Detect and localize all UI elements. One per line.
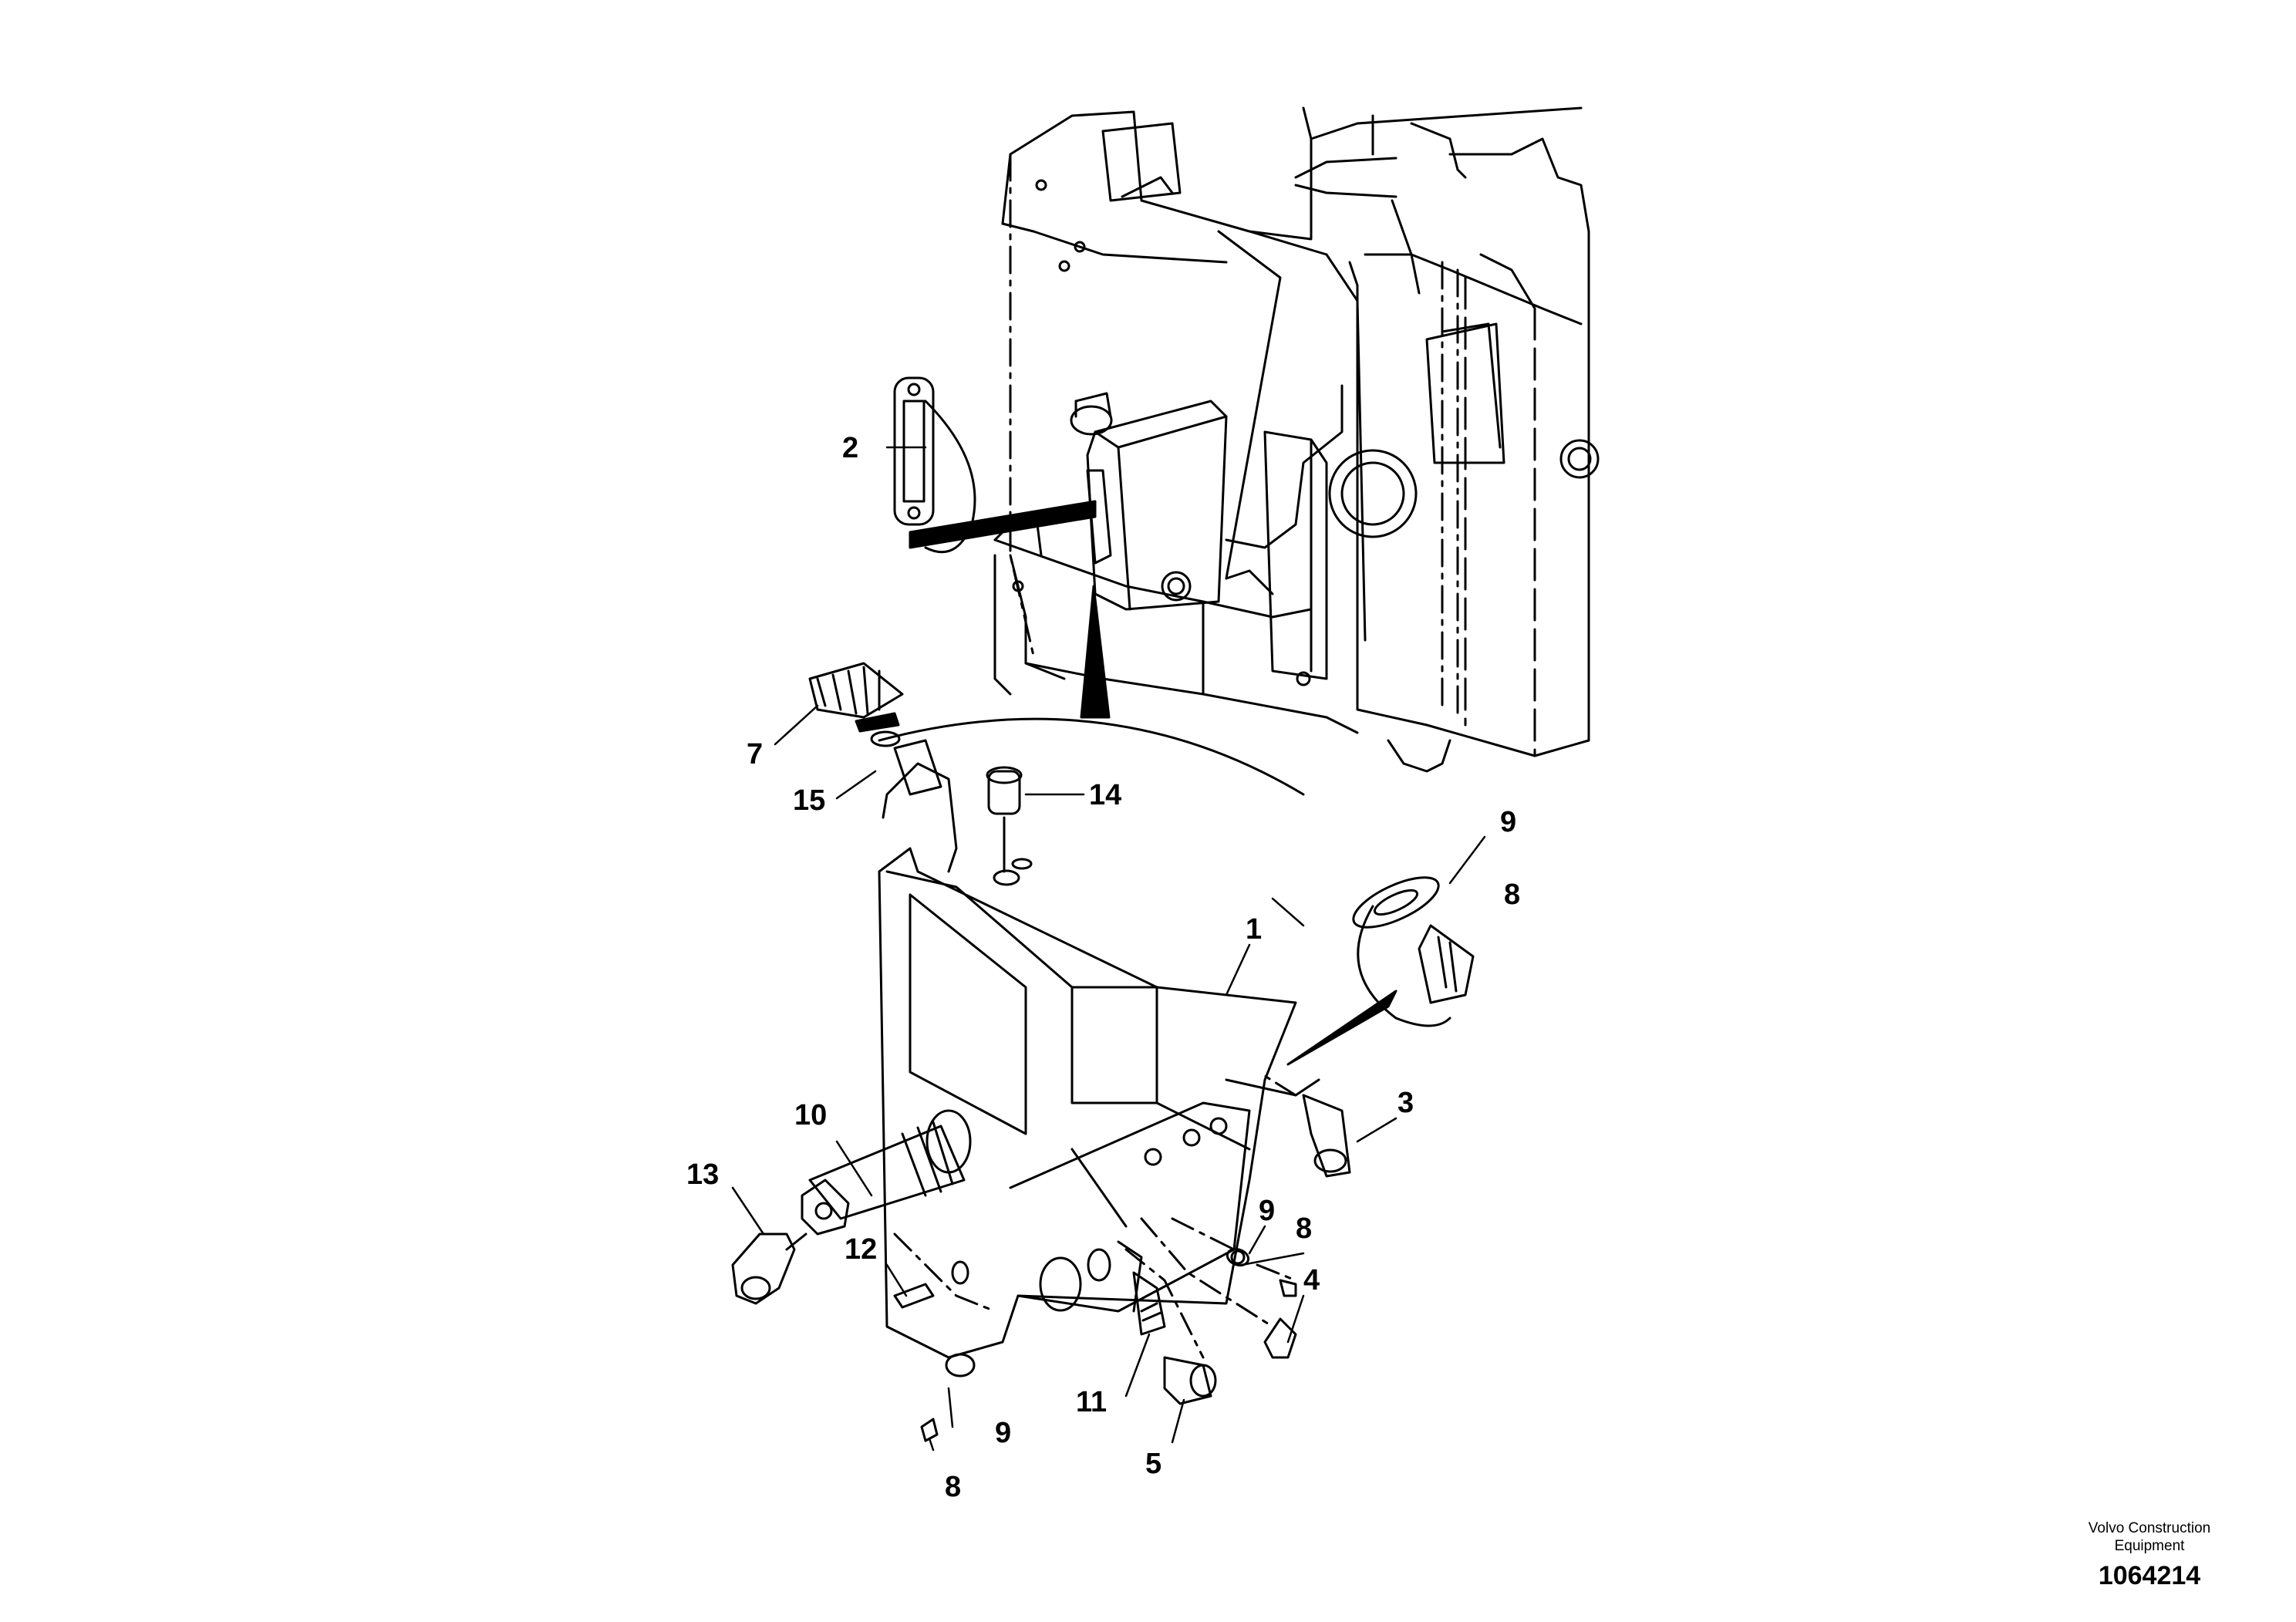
callout-3: 3 [1397,1087,1414,1119]
illustration-credit: Volvo Construction Equipment 1064214 [2049,1519,2250,1591]
illustration-number: 1064214 [2098,1561,2201,1590]
manufacturer-line-1: Volvo Construction [2088,1520,2211,1536]
callout-8-right: 8 [1296,1212,1312,1245]
callout-7: 7 [747,738,763,771]
detail-arc [878,717,1305,796]
reservoir-exploded [878,847,1320,1359]
callout-14: 14 [1089,779,1121,811]
callout-12: 12 [845,1233,877,1266]
bottom-fittings [920,1217,1297,1442]
callout-10: 10 [794,1099,827,1131]
fitting-3 [1263,1074,1351,1178]
callout-9-detail: 9 [1500,806,1516,838]
callout-8-bottom: 8 [945,1471,961,1503]
machine-frame [993,106,1600,773]
strainer-assembly [731,1109,996,1313]
callout-8-detail: 8 [1504,878,1520,911]
leader-lines [731,446,1486,1452]
callout-9-bottom: 9 [995,1417,1011,1449]
callout-4: 4 [1303,1264,1320,1297]
callout-2: 2 [842,432,858,464]
callout-5: 5 [1145,1448,1161,1480]
fastener-detail [1286,876,1475,1066]
callout-15: 15 [793,784,825,817]
callout-9-right: 9 [1259,1195,1275,1227]
callout-11: 11 [1076,1386,1107,1418]
callout-1: 1 [1246,913,1262,946]
filler-cap-assembly [808,662,958,873]
sight-glass-detail [893,376,1097,554]
manufacturer-line-2: Equipment [2114,1538,2185,1554]
callout-labels: 1 2 3 4 5 7 8 8 8 9 9 9 10 11 12 13 14 1… [686,432,1520,1503]
detail-pointer [1080,585,1111,719]
hose-line [1225,384,1344,549]
reservoir-installed [1070,392,1228,611]
breather-cap [986,766,1023,886]
callout-13: 13 [686,1158,719,1191]
